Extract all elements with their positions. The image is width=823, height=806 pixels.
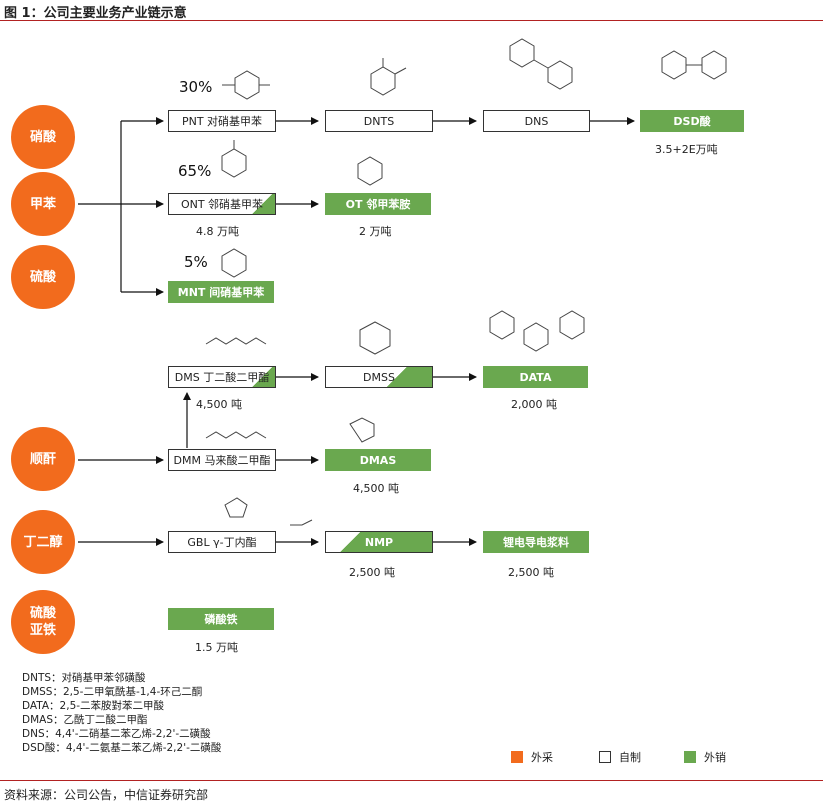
note-line: DMSS：2,5-二甲氧酰基-1,4-环己二酮	[22, 686, 203, 698]
note-line: DSD酸：4,4'-二氨基二苯乙烯-2,2'-二磺酸	[22, 742, 222, 754]
node-label: DMAS	[359, 453, 397, 467]
node-dsd: DSD酸	[640, 110, 744, 132]
node-label: DMS 丁二酸二甲酯	[174, 371, 270, 384]
input-nitric-acid: 硝酸	[11, 105, 75, 169]
source-note: 资料来源：公司公告，中信证券研究部	[4, 788, 209, 802]
figure-title: 图 1：公司主要业务产业链示意	[4, 6, 187, 21]
node-dnts: DNTS	[325, 110, 433, 132]
note-line: DNTS：对硝基甲苯邻磺酸	[22, 672, 146, 684]
input-label: 硫酸	[29, 269, 56, 285]
pnt-percentage: 30%	[179, 78, 213, 96]
node-pnt: PNT 对硝基甲苯	[168, 110, 276, 132]
bottom-rule	[0, 780, 823, 781]
nmp-capacity: 2,500 吨	[349, 566, 395, 579]
input-label: 硝酸	[29, 129, 56, 145]
input-toluene: 甲苯	[11, 172, 75, 236]
node-nmp: NMP	[325, 531, 433, 553]
slurry-capacity: 2,500 吨	[508, 566, 554, 579]
input-label: 甲苯	[29, 196, 56, 212]
node-dmm: DMM 马来酸二甲酯	[168, 449, 276, 471]
node-label: 锂电导电浆料	[503, 536, 569, 549]
input-ferrous-sulfate: 硫酸亚铁	[11, 590, 75, 654]
node-label: OT 邻甲苯胺	[345, 198, 411, 211]
top-rule	[0, 20, 823, 21]
legend-external-sales: 外销	[684, 749, 726, 765]
input-label: 硫酸亚铁	[29, 606, 56, 638]
node-mnt: MNT 间硝基甲苯	[168, 281, 274, 303]
note-line: DMAS：乙酰丁二酸二甲酯	[22, 714, 148, 726]
legend-swatch	[684, 751, 696, 763]
molecule-sketches	[205, 38, 727, 526]
input-label: 丁二醇	[23, 534, 63, 550]
node-label: DMSS	[363, 370, 395, 384]
legend-label: 外销	[704, 751, 726, 764]
ont-percentage: 65%	[178, 162, 212, 180]
node-label: GBL γ-丁内酯	[187, 536, 257, 549]
node-gbl: GBL γ-丁内酯	[168, 531, 276, 553]
input-maleic-anhydride: 顺酐	[11, 427, 75, 491]
node-dmas: DMAS	[325, 449, 431, 471]
node-label: DATA	[519, 370, 552, 384]
node-dmss: DMSS	[325, 366, 433, 388]
node-ot: OT 邻甲苯胺	[325, 193, 431, 215]
legend-purchased: 外采	[511, 749, 553, 765]
node-label: MNT 间硝基甲苯	[177, 286, 265, 299]
node-ont: ONT 邻硝基甲苯	[168, 193, 276, 215]
node-slurry: 锂电导电浆料	[483, 531, 589, 553]
dsd-capacity: 3.5+2E万吨	[655, 143, 718, 156]
dmas-capacity: 4,500 吨	[353, 482, 399, 495]
legend-label: 自制	[619, 751, 641, 764]
node-label: DSD酸	[673, 115, 711, 128]
input-butanediol: 丁二醇	[11, 510, 75, 574]
node-label: DNTS	[363, 114, 395, 128]
dms-capacity: 4,500 吨	[196, 398, 242, 411]
node-dns: DNS	[483, 110, 590, 132]
ot-capacity: 2 万吨	[359, 225, 392, 238]
note-line: DNS：4,4'-二硝基二苯乙烯-2,2'-二磺酸	[22, 728, 211, 740]
ont-capacity: 4.8 万吨	[196, 225, 239, 238]
note-line: DATA：2,5-二苯胺對苯二甲酸	[22, 700, 165, 712]
node-label: DMM 马来酸二甲酯	[173, 454, 271, 467]
input-sulfuric-acid: 硫酸	[11, 245, 75, 309]
legend-self-made: 自制	[599, 749, 641, 765]
legend-label: 外采	[531, 751, 553, 764]
legend-swatch	[511, 751, 523, 763]
input-label: 顺酐	[29, 451, 56, 467]
iron-phosphate-capacity: 1.5 万吨	[195, 641, 238, 654]
node-label: 磷酸铁	[204, 613, 238, 626]
node-dms: DMS 丁二酸二甲酯	[168, 366, 276, 388]
node-data: DATA	[483, 366, 588, 388]
legend-swatch	[599, 751, 611, 763]
node-label: NMP	[364, 535, 394, 549]
node-label: DNS	[524, 114, 549, 128]
node-label: ONT 邻硝基甲苯	[180, 198, 264, 211]
data-capacity: 2,000 吨	[511, 398, 557, 411]
mnt-percentage: 5%	[184, 253, 208, 271]
node-iron-phosphate: 磷酸铁	[168, 608, 274, 630]
node-label: PNT 对硝基甲苯	[181, 115, 263, 128]
abbreviation-notes: DNTS：对硝基甲苯邻磺酸 DMSS：2,5-二甲氧酰基-1,4-环己二酮 DA…	[22, 671, 221, 755]
